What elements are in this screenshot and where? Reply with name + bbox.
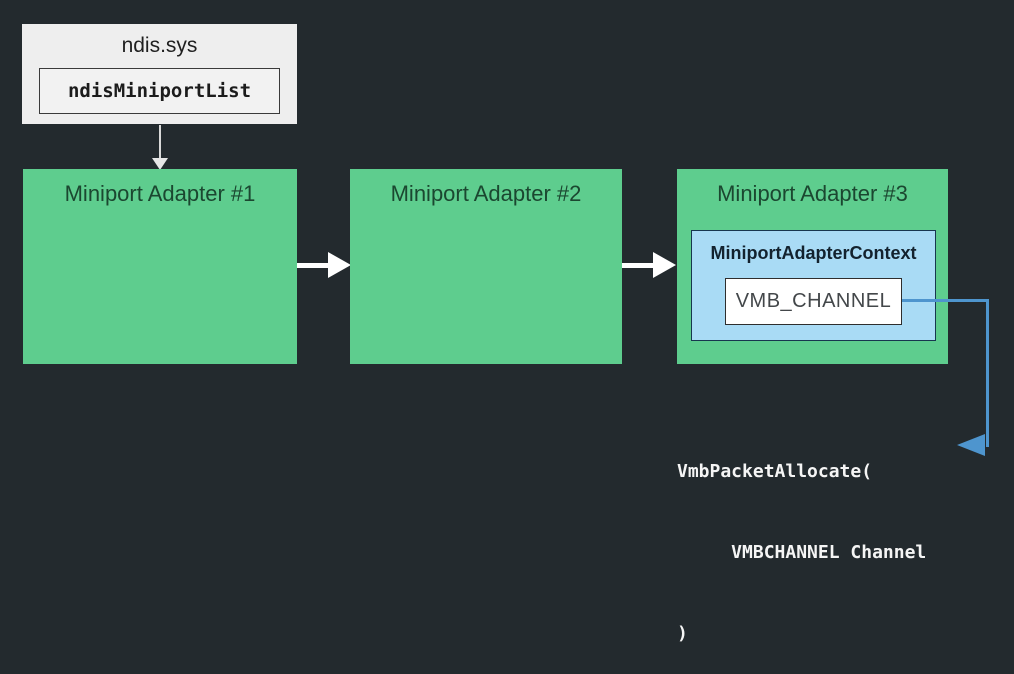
blue-connector-horizontal-line [902,299,989,302]
ndis-miniport-list-box: ndisMiniportList [39,68,280,114]
vmb-channel-box: VMB_CHANNEL [725,278,902,325]
down-arrow-head-icon [152,158,168,170]
vmb-channel-label: VMB_CHANNEL [735,290,892,312]
miniport-adapter-2-label: Miniport Adapter #2 [390,181,582,206]
code-line-1: VmbPacketAllocate( [677,461,873,482]
miniport-adapter-context-title: MiniportAdapterContext [710,243,917,263]
ndis-miniport-list-label: ndisMiniportList [67,80,252,102]
miniport-adapter-1-label: Miniport Adapter #1 [64,181,256,206]
blue-connector-vertical-line [986,299,989,447]
miniport-adapter-1-box: Miniport Adapter #1 [23,169,297,364]
arrow-adapter2-to-adapter3-head-icon [653,252,676,278]
ndis-sys-box: ndis.sys ndisMiniportList [22,24,297,124]
arrow-adapter2-to-adapter3-shaft [622,263,654,268]
miniport-adapter-2-box: Miniport Adapter #2 [350,169,622,364]
blue-connector-arrowhead-icon [957,434,985,456]
ndis-sys-title: ndis.sys [121,34,198,57]
arrow-adapter1-to-adapter2-shaft [297,263,329,268]
miniport-adapter-3-label: Miniport Adapter #3 [717,181,908,206]
code-line-3: ) [677,623,688,644]
arrow-adapter1-to-adapter2-head-icon [328,252,351,278]
code-snippet: VmbPacketAllocate( VMBCHANNEL Channel ) [677,404,926,674]
code-line-2: VMBCHANNEL Channel [677,542,927,563]
down-arrow-line [159,125,161,160]
